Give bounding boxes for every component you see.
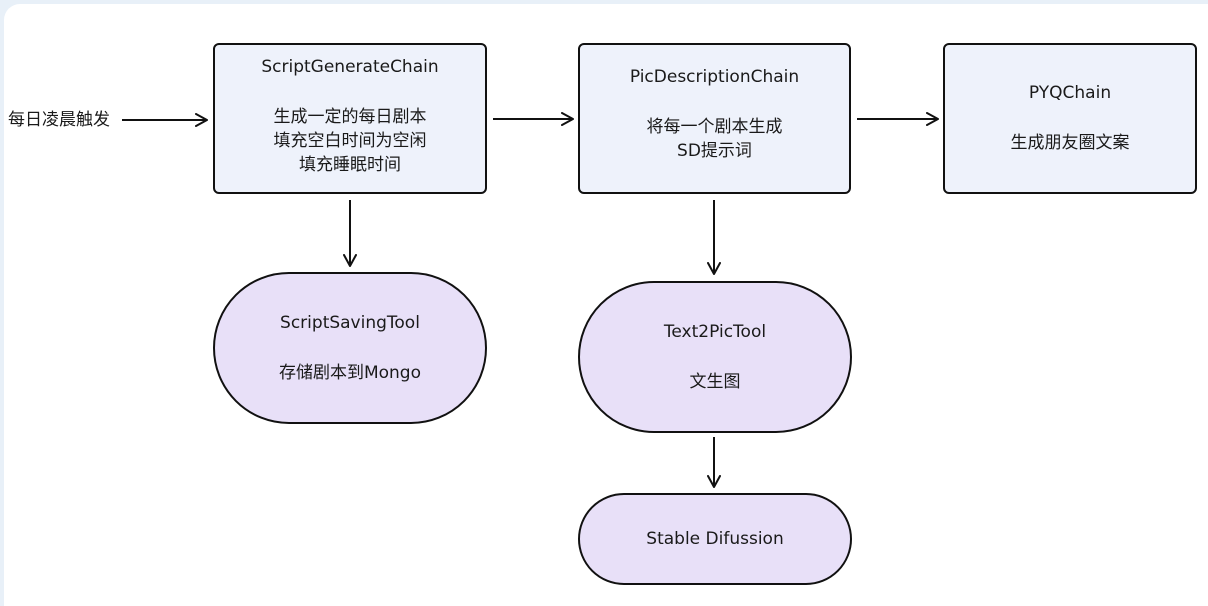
trigger-label: 每日凌晨触发: [8, 110, 110, 130]
stable-diffusion-node: Stable Difussion: [578, 493, 852, 585]
script-saving-tool-node: ScriptSavingTool 存储剧本到Mongo: [213, 272, 487, 424]
pyq-chain-node: PYQChain 生成朋友圈文案: [943, 43, 1197, 194]
script-generate-chain-desc: 生成一定的每日剧本 填充空白时间为空闲 填充睡眠时间: [273, 107, 427, 175]
text2pic-tool-desc: 文生图: [689, 372, 741, 392]
pyq-chain-desc: 生成朋友圈文案: [1010, 133, 1130, 153]
stable-diffusion-title: Stable Difussion: [646, 529, 784, 549]
script-generate-chain-title: ScriptGenerateChain: [261, 57, 439, 77]
script-saving-tool-title: ScriptSavingTool: [280, 313, 420, 333]
text2pic-tool-title: Text2PicTool: [663, 322, 767, 342]
script-generate-chain-node: ScriptGenerateChain 生成一定的每日剧本 填充空白时间为空闲 …: [213, 43, 487, 194]
pic-description-chain-node: PicDescriptionChain 将每一个剧本生成 SD提示词: [578, 43, 851, 194]
pic-description-chain-desc: 将每一个剧本生成 SD提示词: [646, 117, 783, 161]
pic-description-chain-title: PicDescriptionChain: [629, 67, 800, 87]
script-saving-tool-desc: 存储剧本到Mongo: [278, 363, 422, 383]
text2pic-tool-node: Text2PicTool 文生图: [578, 281, 852, 433]
pyq-chain-title: PYQChain: [1028, 83, 1112, 103]
